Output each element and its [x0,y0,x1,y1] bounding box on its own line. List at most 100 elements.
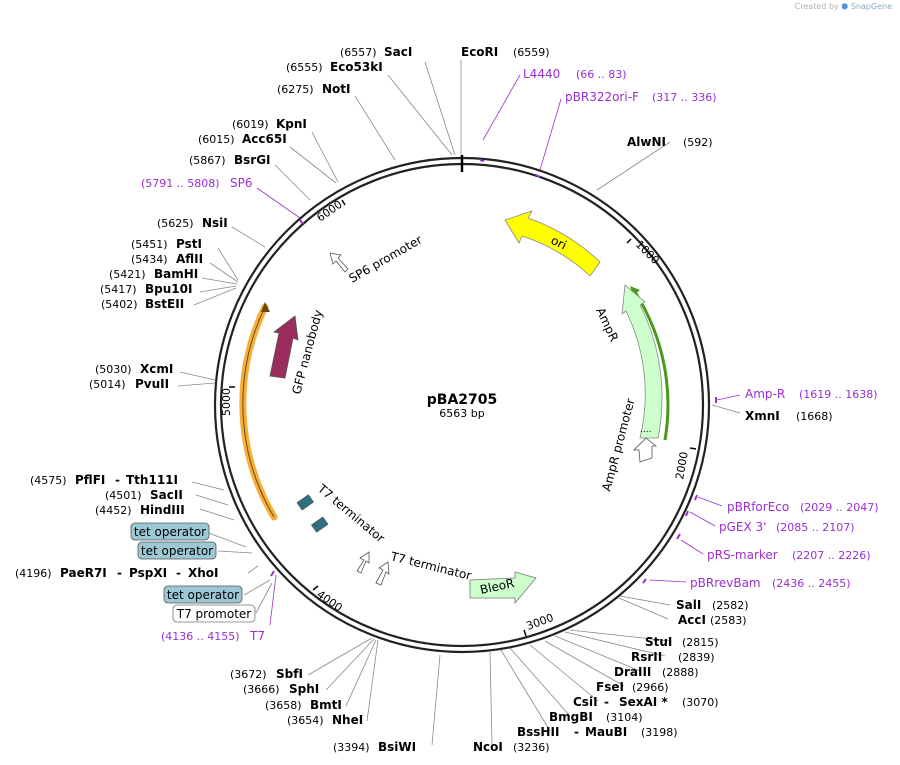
tick-2000: 2000 [673,451,691,481]
site-name-pflfi[interactable]: PflFI [75,473,105,487]
primer-name-pbrrevbam[interactable]: pBRrevBam [690,576,761,590]
site-pos-nhei: (3654) [287,714,324,727]
sep-bsshii: - [574,725,579,739]
primer-name-pbrforeco[interactable]: pBRforEco [727,500,789,514]
tet-operator-box-3[interactable] [163,585,243,604]
site-pos-paer7i: (4196) [15,567,52,580]
site-pos-ecori: (6559) [513,46,550,59]
site-pos-ncoi: (3236) [513,741,550,754]
site-name-pvuii[interactable]: PvuII [135,377,169,391]
site-name-ncoi[interactable]: NcoI [473,740,503,754]
site-pos-noti: (6275) [277,83,314,96]
site-name-xcmi[interactable]: XcmI [140,362,173,376]
site-name-rsrii[interactable]: RsrII [631,650,662,664]
sep-paer7i: - [117,566,122,580]
site-name-kpni[interactable]: KpnI [276,117,307,131]
credit-brand: SnapGene [850,2,892,11]
scale-ticks [229,199,697,637]
site-name-draiii[interactable]: DraIII [614,665,651,679]
site-name-acc65i[interactable]: Acc65I [242,132,287,146]
snapgene-logo-icon: ⬢ [841,2,849,11]
primer-name-ampr[interactable]: Amp-R [745,387,785,401]
primer-name-t7[interactable]: T7 [249,629,265,643]
site-pos-sbfi: (3672) [230,668,267,681]
site-name-psti[interactable]: PstI [176,237,202,251]
t7-promoter-label: T7 promoter [176,607,252,621]
tick-4000: 4000 [314,588,344,615]
site-name-bsshii[interactable]: BssHII [517,725,559,739]
site-name-acci[interactable]: AccI [678,613,706,627]
t7-terminator-label-2: T7 terminator [388,549,473,583]
tet-operator-label-1: tet operator [134,525,206,539]
ampr-feature [621,284,663,439]
site-name-xhoi[interactable]: XhoI [188,566,219,580]
site-pos-bmgbi: (3104) [606,711,643,724]
site-name-aflii[interactable]: AflII [176,252,203,266]
site-name-xmni[interactable]: XmnI [745,409,780,423]
site-pos-rsrii: (2839) [678,651,715,664]
site-pos-eco53ki: (6555) [286,61,323,74]
primer-name-pbr322ori[interactable]: pBR322ori-F [565,90,639,104]
bleor-feature [469,571,537,605]
site-name-hindiii[interactable]: HindIII [140,503,185,517]
site-pos-sacii: (4501) [105,489,142,502]
site-name-alwni[interactable]: AlwNI [627,135,666,149]
site-name-tth111i[interactable]: Tth111I [126,473,178,487]
site-name-sacii[interactable]: SacII [150,488,183,502]
t7-terminator-label-1: T7 terminator [314,481,387,545]
sp6-promoter-label: SP6 promoter [347,232,425,285]
primer-name-l4440[interactable]: L4440 [523,67,560,81]
t7-term-arrow-2 [375,561,390,586]
site-name-sphi[interactable]: SphI [289,682,319,696]
tet-operator-box-1[interactable] [130,522,210,541]
site-pos-xmni: (1668) [796,410,833,423]
site-name-bmgbi[interactable]: BmgBI [549,710,593,724]
site-name-bsteii[interactable]: BstEII [145,297,184,311]
site-pos-bsrgi: (5867) [189,154,226,167]
site-name-pspxi[interactable]: PspXI [129,566,167,580]
site-pos-saci: (6557) [340,46,377,59]
site-name-csii[interactable]: CsiI [573,695,598,709]
primer-range-l4440: (66 .. 83) [576,68,627,81]
t7-terminator-block-2 [310,516,329,533]
site-pos-draiii: (2888) [662,666,699,679]
site-name-maubi[interactable]: MauBI [585,725,627,739]
site-name-bamhi[interactable]: BamHI [154,267,198,281]
site-name-noti[interactable]: NotI [322,82,351,96]
t7-promoter-box[interactable] [172,604,256,623]
site-name-bmti[interactable]: BmtI [310,698,342,712]
site-name-sbfi[interactable]: SbfI [276,667,303,681]
site-pos-psti: (5451) [131,238,168,251]
primer-name-prs-marker[interactable]: pRS-marker [707,548,778,562]
ori-feature [504,210,601,277]
primer-leader-lines [256,74,741,626]
tick-5000: 5000 [220,388,233,416]
site-pos-alwni: (592) [683,136,713,149]
site-pos-bsteii: (5402) [101,298,138,311]
boxed-feature-labels: tet operator tet operator tet operator T… [130,522,256,623]
site-name-fsei[interactable]: FseI [596,680,624,694]
snapgene-credit: Created by ⬢ SnapGene [795,2,892,11]
primer-range-prs-marker: (2207 .. 2226) [792,549,871,562]
site-name-nsii[interactable]: NsiI [202,216,228,230]
primer-name-sp6[interactable]: SP6 [230,176,253,190]
site-name-paer7i[interactable]: PaeR7I [60,566,107,580]
site-name-bsiwi[interactable]: BsiWI [378,740,416,754]
site-name-nhei[interactable]: NheI [332,713,363,727]
ampr-green-arc [633,291,670,441]
site-pos-xcmi: (5030) [95,363,132,376]
site-name-stui[interactable]: StuI [645,635,672,649]
site-name-eco53ki[interactable]: Eco53kI [330,60,383,74]
site-name-bpu10i[interactable]: Bpu10I [145,282,192,296]
site-name-ecori[interactable]: EcoRI [461,45,498,59]
site-pos-fsei: (2966) [632,681,669,694]
site-name-saci[interactable]: SacI [384,45,412,59]
t7-terminator-block-1 [296,494,315,511]
site-name-sali[interactable]: SalI [676,598,701,612]
tet-operator-box-2[interactable] [137,541,217,560]
site-name-sexai[interactable]: SexAI * [619,695,668,709]
site-name-bsrgi[interactable]: BsrGI [234,153,271,167]
primer-name-pgex3[interactable]: pGEX 3' [719,520,766,534]
backbone [213,155,711,654]
